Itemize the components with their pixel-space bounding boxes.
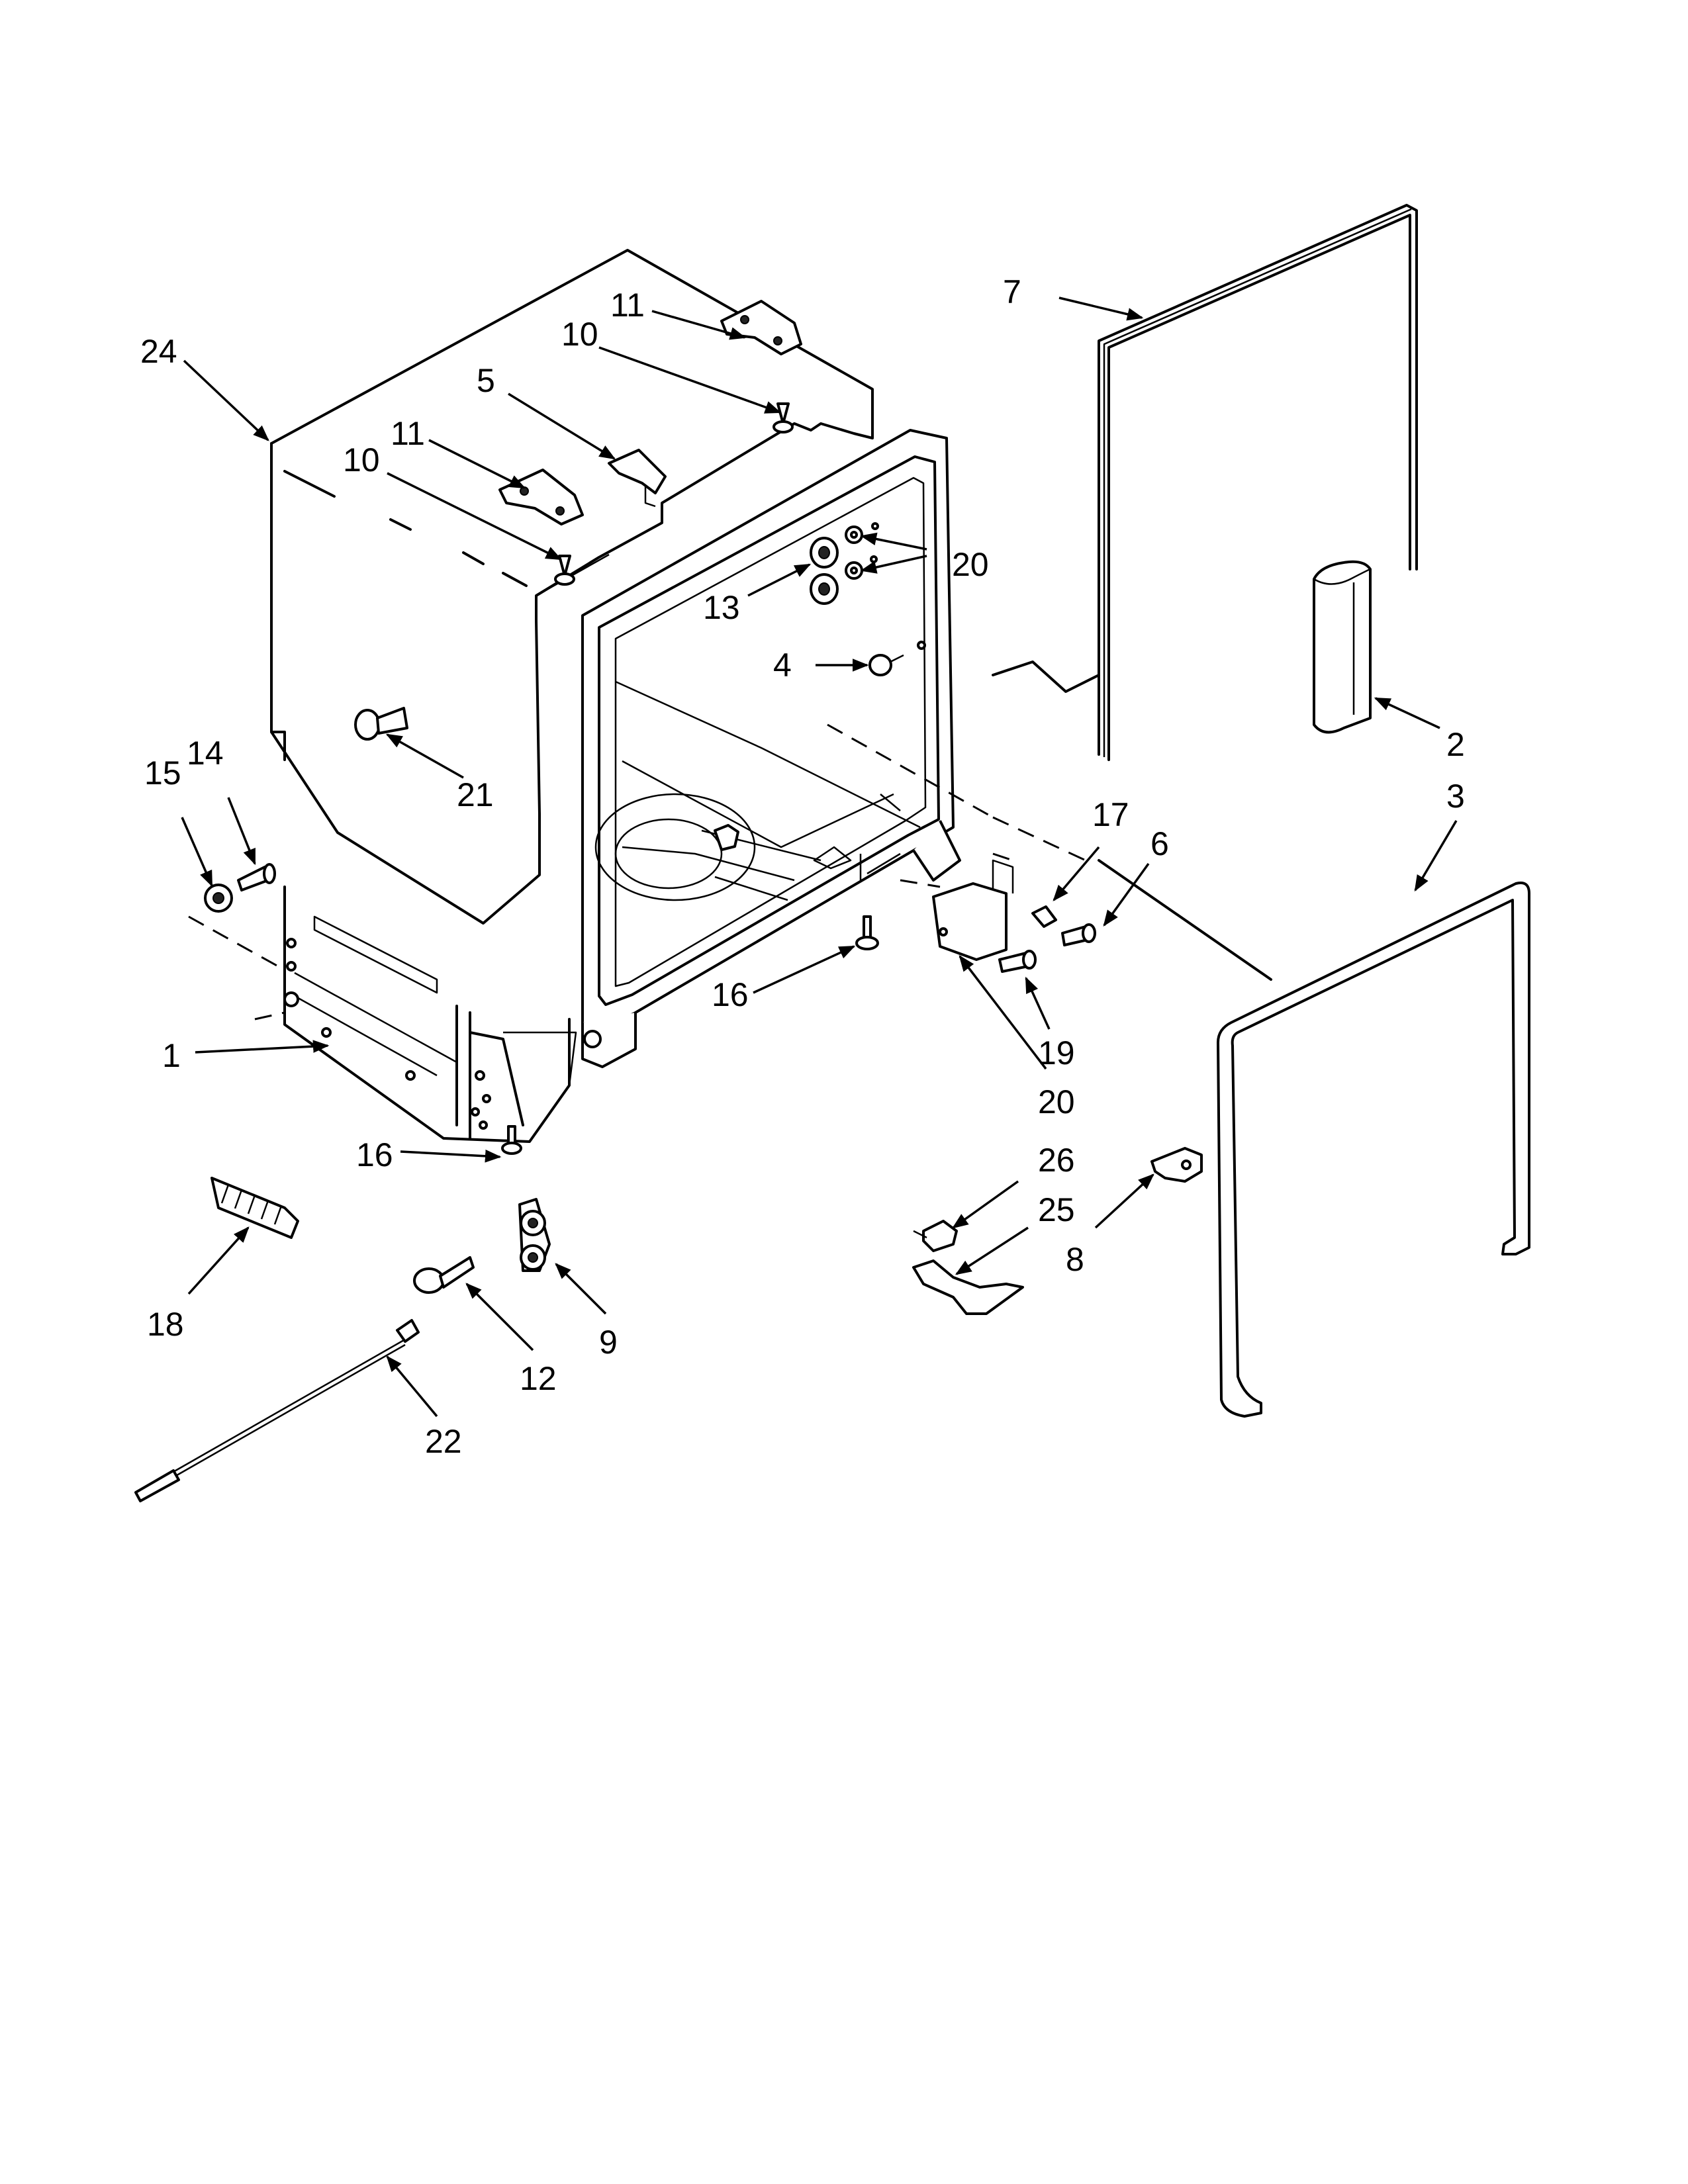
push-pin [354, 707, 408, 741]
callout-14: 14 [187, 735, 224, 772]
rollers [810, 537, 839, 605]
top-bracket-right [720, 300, 802, 355]
plug [868, 641, 926, 676]
callout-23: 21 [457, 776, 494, 813]
bracket-25 [912, 1259, 1024, 1315]
callout-7: 7 [1003, 273, 1021, 310]
screw-6 [1061, 923, 1096, 946]
callout-20: 20 [1038, 1083, 1075, 1120]
callout-labels: 24 11 10 5 11 10 13 20 4 7 2 3 21 14 15 … [140, 273, 1465, 1460]
screw-left [554, 555, 575, 586]
callout-8: 8 [1066, 1241, 1084, 1278]
roller-bracket [518, 1198, 551, 1272]
callout-1: 1 [162, 1037, 181, 1074]
nut-15 [204, 884, 233, 913]
leveling-leg-right [855, 915, 879, 950]
callout-16-left: 16 [356, 1136, 393, 1173]
callout-19: 19 [1038, 1034, 1075, 1071]
tube-2 [1313, 560, 1372, 734]
screw-19 [998, 950, 1037, 973]
callout-13: 13 [703, 589, 740, 626]
callout-11-left: 11 [391, 415, 425, 452]
tub-assembly [270, 249, 961, 1143]
latch-8 [1150, 1147, 1203, 1183]
callout-10-left: 10 [343, 441, 380, 478]
callout-22: 20 [952, 546, 989, 583]
side-gasket-7 [1098, 204, 1418, 761]
callout-15: 15 [144, 754, 181, 792]
callout-24: 24 [140, 333, 177, 370]
screw-right [773, 402, 794, 433]
leader-lines [181, 296, 1458, 1418]
top-bracket-left [498, 469, 584, 525]
spring [211, 1177, 299, 1239]
screw-14 [237, 863, 276, 891]
screw-12 [413, 1256, 475, 1294]
callout-10-right: 10 [561, 316, 598, 353]
callout-11-right: 11 [610, 287, 645, 324]
callout-17: 17 [1092, 796, 1129, 833]
sensor-wire [134, 1319, 420, 1502]
callout-2: 2 [1446, 726, 1465, 763]
callout-18: 18 [147, 1306, 184, 1343]
callout-12: 12 [520, 1360, 557, 1397]
callout-9: 9 [599, 1324, 618, 1361]
switch-26 [913, 1220, 958, 1252]
callout-6: 6 [1150, 825, 1169, 862]
clip-17 [1031, 905, 1057, 928]
callout-16-right: 16 [712, 976, 749, 1013]
assembly-guide-lines [188, 660, 1272, 1021]
callout-26: 26 [1038, 1142, 1075, 1179]
callout-25: 25 [1038, 1191, 1075, 1228]
mounting-bracket [932, 859, 1014, 961]
leveling-leg-left [501, 1125, 522, 1155]
callout-5: 5 [477, 362, 495, 399]
door-gasket-3 [1217, 882, 1530, 1418]
callout-4: 4 [773, 647, 792, 684]
top-clip [608, 449, 667, 508]
callout-21: 22 [425, 1423, 462, 1460]
callout-3: 3 [1446, 778, 1465, 815]
washers [845, 522, 879, 580]
